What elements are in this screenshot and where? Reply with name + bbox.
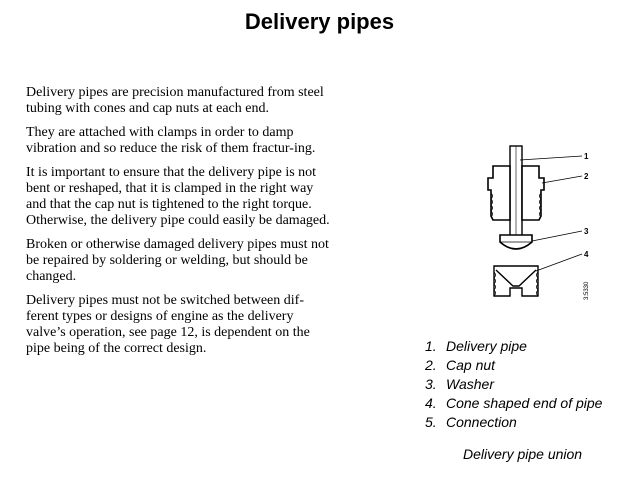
- legend-item: 3.Washer: [425, 376, 494, 392]
- paragraph: Broken or otherwise damaged delivery pip…: [26, 237, 329, 284]
- paragraph: They are attached with clamps in order t…: [26, 125, 316, 156]
- callout-2: 2: [584, 172, 589, 181]
- paragraph: Delivery pipes must not be switched betw…: [26, 293, 310, 356]
- figure-code: 3:5330: [584, 281, 590, 300]
- legend-item: 2.Cap nut: [425, 357, 496, 373]
- connection-shape: [493, 265, 539, 297]
- figure-caption: Delivery pipe union: [463, 446, 583, 462]
- legend-item: 1.Delivery pipe: [425, 338, 527, 354]
- body-text: Delivery pipes are precision manufacture…: [26, 85, 331, 365]
- paragraph: It is important to ensure that the deliv…: [26, 165, 330, 228]
- paragraph: Delivery pipes are precision manufacture…: [26, 85, 324, 116]
- callout-1: 1: [584, 152, 589, 161]
- page-title: Delivery pipes: [244, 9, 395, 34]
- cap-nut-shape: [487, 165, 511, 221]
- callout-3: 3: [584, 227, 589, 236]
- delivery-pipe-union-diagram: 1 2 3 4 3:5330: [487, 145, 590, 300]
- legend-item: 5.Connection: [425, 414, 517, 430]
- figure-legend: 1.Delivery pipe 2.Cap nut 3.Washer 4.Con…: [425, 337, 602, 432]
- callout-4: 4: [584, 250, 589, 259]
- legend-item: 4.Cone shaped end of pipe: [425, 395, 603, 411]
